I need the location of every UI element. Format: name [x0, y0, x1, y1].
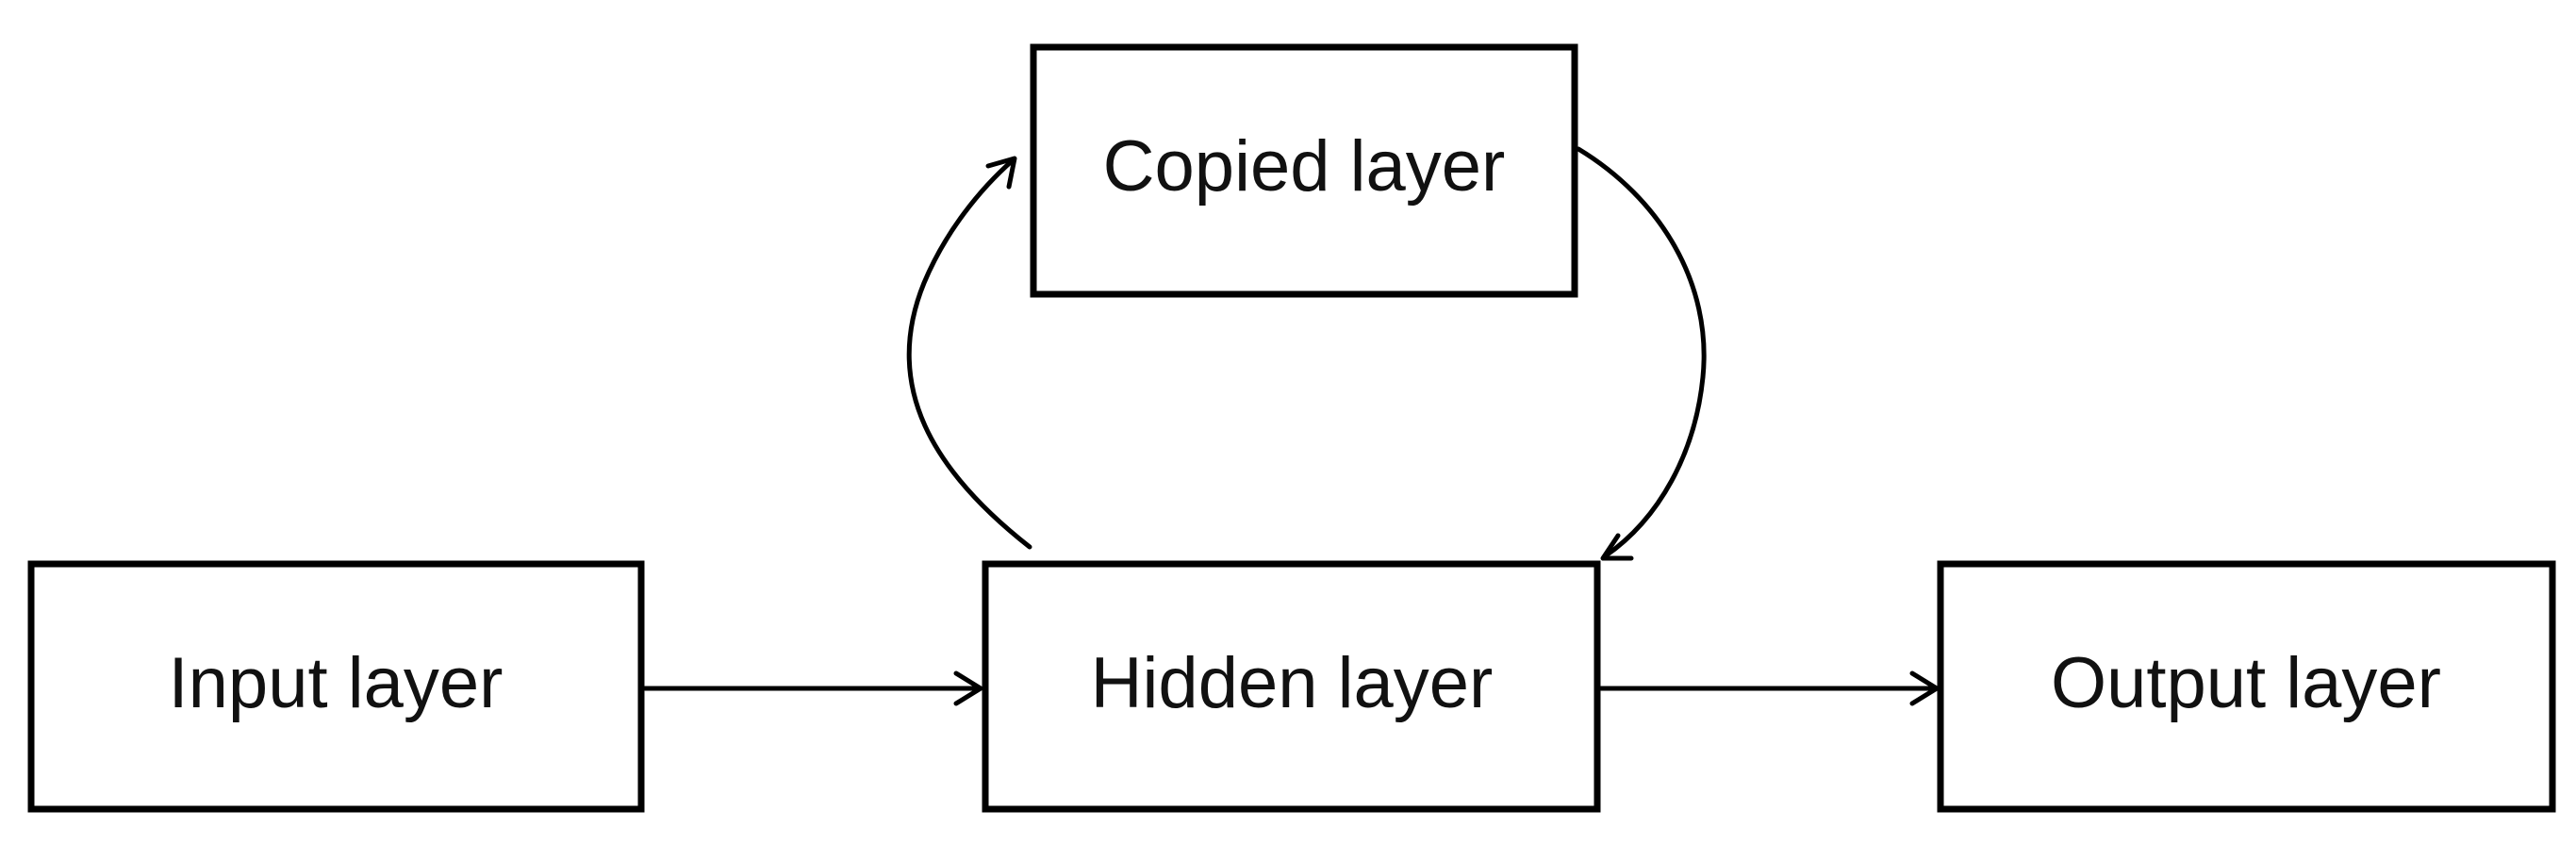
hidden-layer-label: Hidden layer — [1091, 643, 1494, 723]
arrow-copied-to-hidden-curve — [1576, 146, 1707, 559]
copied-layer-label: Copied layer — [1103, 126, 1506, 207]
input-layer-node: Input layer — [27, 560, 645, 813]
arrow-copied-to-hidden — [1576, 146, 1707, 561]
output-layer-box — [1937, 560, 2556, 813]
arrow-copied-to-hidden-head — [1600, 533, 1634, 561]
arrow-hidden-to-output-head — [1909, 670, 1940, 706]
input-layer-label: Input layer — [169, 643, 504, 723]
arrow-hidden-to-output — [1598, 670, 1940, 706]
arrow-hidden-to-copied-head — [985, 156, 1017, 190]
output-layer-label: Output layer — [2051, 643, 2441, 723]
output-layer-node: Output layer — [1937, 560, 2556, 813]
arrow-input-to-hidden-head — [953, 670, 983, 706]
copied-layer-node: Copied layer — [1030, 43, 1578, 298]
arrow-input-to-hidden — [642, 670, 983, 706]
input-layer-box — [27, 560, 645, 813]
hidden-layer-box — [982, 560, 1601, 813]
hidden-layer-node: Hidden layer — [982, 560, 1601, 813]
arrow-hidden-to-copied-curve — [906, 157, 1032, 550]
copied-layer-box — [1030, 43, 1578, 298]
arrow-hidden-to-copied — [906, 156, 1032, 550]
